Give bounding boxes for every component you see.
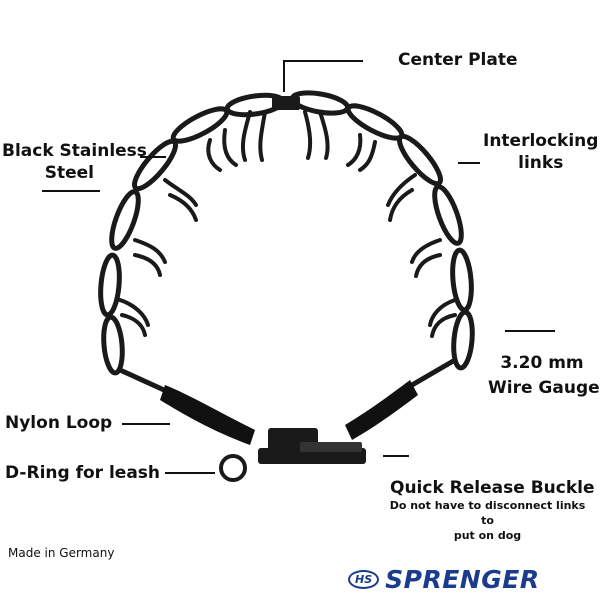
label-d-ring: D-Ring for leash [5,463,161,483]
leader-line-center-plate-h [283,60,363,62]
leader-line-center-plate-v [283,60,285,92]
label-nylon-loop: Nylon Loop [5,413,113,433]
label-interlocking-links: Interlocking links [483,130,598,174]
leader-line-black-stainless-2 [140,156,166,158]
label-quick-release-note-line1: Do not have to disconnect links to [389,499,586,527]
leader-line-interlocking [458,162,480,164]
label-black-stainless: Black Stainless Steel [2,140,147,184]
brand-name: SPRENGER [385,565,540,594]
leader-line-quick-release [383,455,409,457]
leader-line-black-stainless [42,190,100,192]
label-interlocking-line2: links [518,153,564,173]
leader-line-d-ring [165,472,215,474]
label-quick-release-note: Do not have to disconnect links to put o… [385,498,590,543]
label-quick-release-note-line2: put on dog [453,529,522,542]
label-black-stainless-line2: Steel [44,163,94,183]
made-in-germany-text: Made in Germany [8,546,115,560]
sprenger-logo: HS SPRENGER [348,565,540,594]
leader-line-wire-gauge [505,330,555,332]
label-interlocking-line1: Interlocking [483,131,599,151]
label-center-plate: Center Plate [398,50,518,70]
label-quick-release: Quick Release Buckle [390,478,595,498]
label-wire-gauge: 3.20 mm Wire Gauge [488,352,600,399]
leader-line-nylon-loop [122,423,170,425]
label-wire-gauge-line2: Wire Gauge [488,378,600,398]
label-wire-gauge-line1: 3.20 mm [500,353,584,373]
hs-badge: HS [348,570,380,589]
label-black-stainless-line1: Black Stainless [2,141,147,161]
